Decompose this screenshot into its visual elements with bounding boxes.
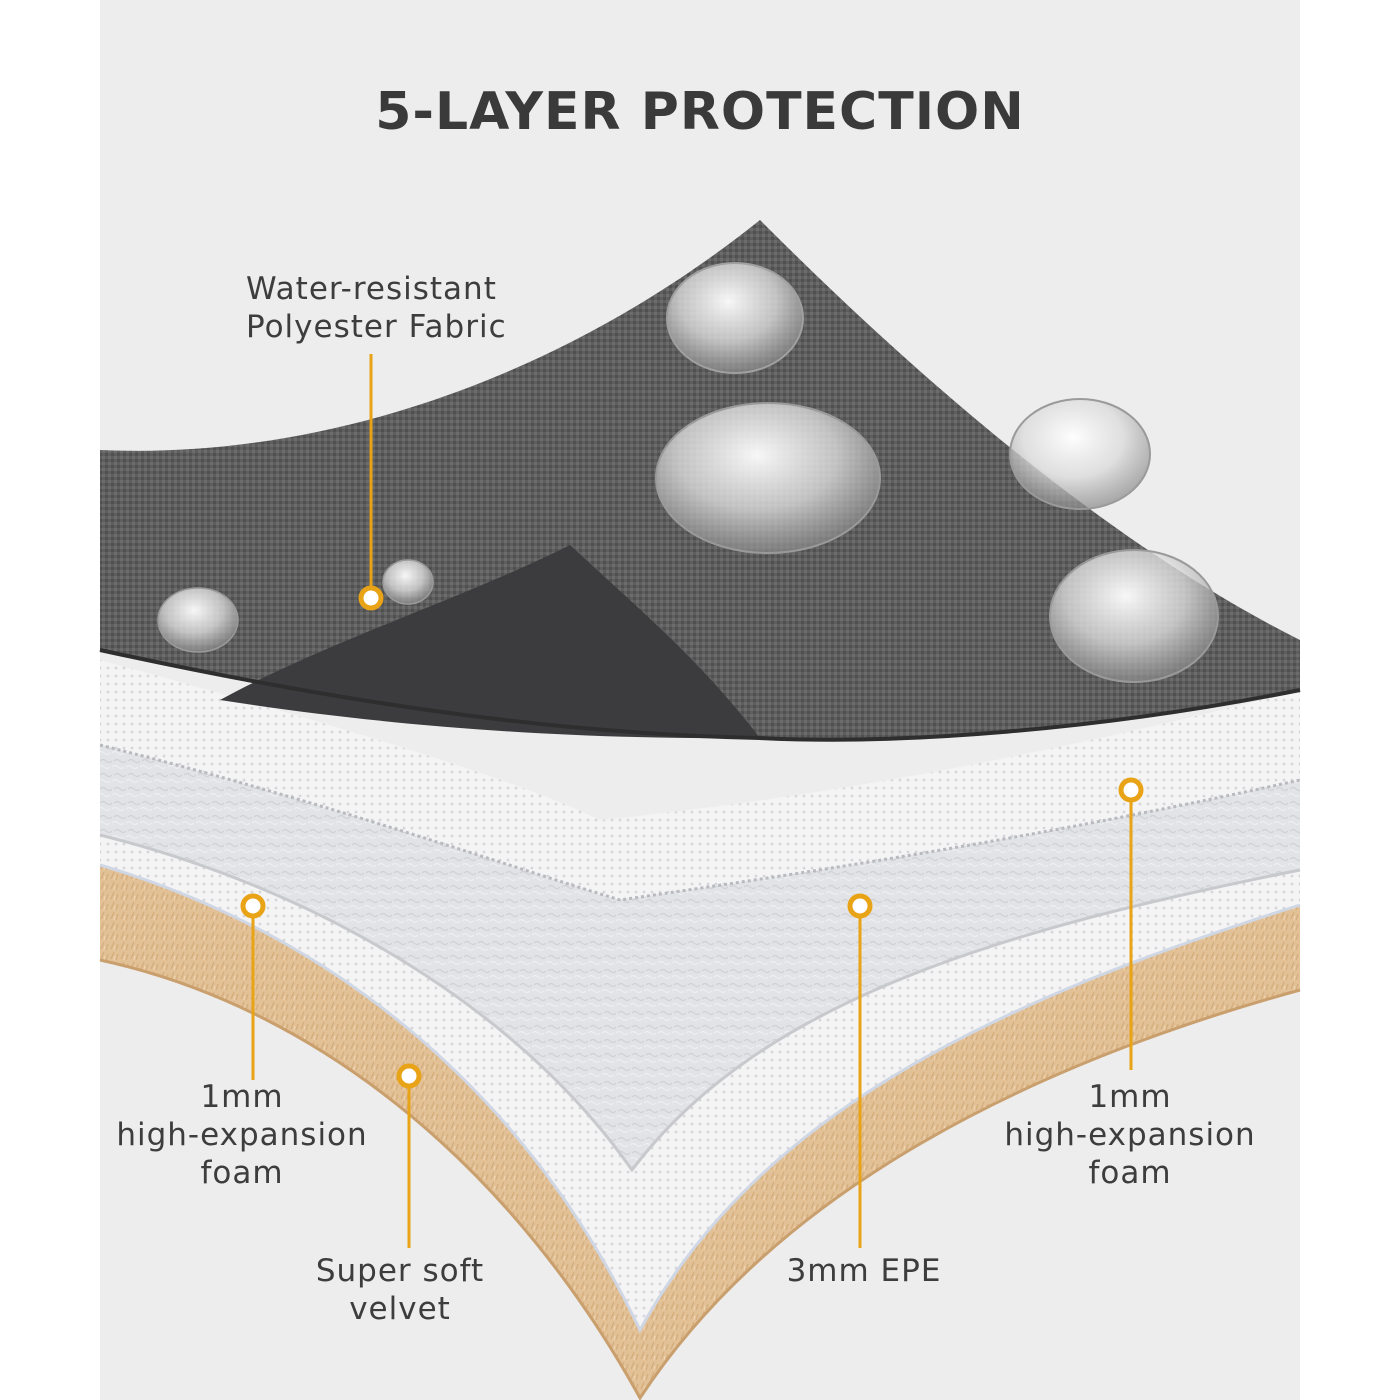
label-foam-right: 1mm high-expansion foam xyxy=(980,1078,1280,1192)
label-velvet: Super soft velvet xyxy=(270,1252,530,1328)
callout-markers xyxy=(240,585,1144,1089)
foam-layer-top xyxy=(99,660,1301,902)
label-line: 1mm xyxy=(200,1079,284,1115)
label-line: velvet xyxy=(349,1291,451,1327)
foam-layer-bottom xyxy=(99,835,1301,1334)
callout-lines xyxy=(251,354,1133,1248)
label-epe: 3mm EPE xyxy=(740,1252,988,1290)
page-title: 5-LAYER PROTECTION xyxy=(375,82,1025,142)
water-droplets xyxy=(157,262,1219,683)
velvet-layer xyxy=(99,865,1301,1400)
label-polyester-fabric: Water-resistant Polyester Fabric xyxy=(246,270,507,346)
label-line: 3mm EPE xyxy=(786,1253,942,1289)
epe-layer xyxy=(99,745,1301,1173)
label-line: Polyester Fabric xyxy=(246,309,507,345)
label-line: high-expansion xyxy=(1004,1117,1256,1153)
label-line: foam xyxy=(1088,1155,1172,1191)
label-line: 1mm xyxy=(1088,1079,1172,1115)
label-line: Water-resistant xyxy=(246,271,497,307)
label-line: Super soft xyxy=(315,1253,485,1289)
label-foam-left: 1mm high-expansion foam xyxy=(92,1078,392,1192)
label-line: high-expansion xyxy=(116,1117,368,1153)
label-line: foam xyxy=(200,1155,284,1191)
